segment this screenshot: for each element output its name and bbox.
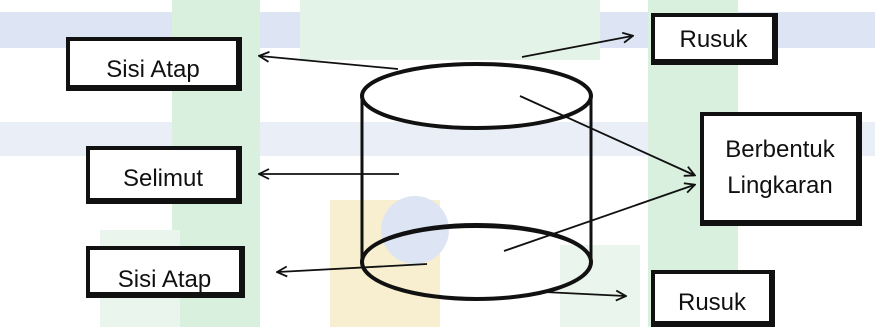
arrow-bottom-circle xyxy=(503,185,694,252)
watermark-top-block xyxy=(300,0,600,60)
label-edge-bottom-text: Rusuk xyxy=(677,288,747,316)
label-edge-top-text: Rusuk xyxy=(679,26,748,53)
label-bottom-face-text: Sisi Atap xyxy=(117,266,212,293)
cylinder-top-ellipse xyxy=(360,62,593,130)
label-top-face: Sisi Atap xyxy=(66,37,242,91)
cylinder-bottom-ellipse xyxy=(360,223,593,301)
arrow-bottom-face xyxy=(278,263,428,272)
label-edge-top: Rusuk xyxy=(651,13,778,65)
label-lateral: Selimut xyxy=(86,146,242,204)
label-circle-line2: Lingkaran xyxy=(727,172,833,199)
label-circle-line1: Berbentuk xyxy=(725,136,835,163)
label-lateral-text: Selimut xyxy=(122,165,204,192)
label-top-face-text: Sisi Atap xyxy=(106,56,200,83)
arrow-top-face xyxy=(260,56,399,70)
watermark-bottom-right-block xyxy=(560,245,640,327)
arrow-bottom-edge xyxy=(543,292,625,296)
label-edge-bottom: Rusuk xyxy=(651,270,775,327)
label-bottom-face: Sisi Atap xyxy=(86,246,245,298)
arrow-top-circle xyxy=(519,95,694,175)
arrow-top-edge xyxy=(521,36,632,58)
label-circle-shape: Berbentuk Lingkaran xyxy=(700,112,862,226)
